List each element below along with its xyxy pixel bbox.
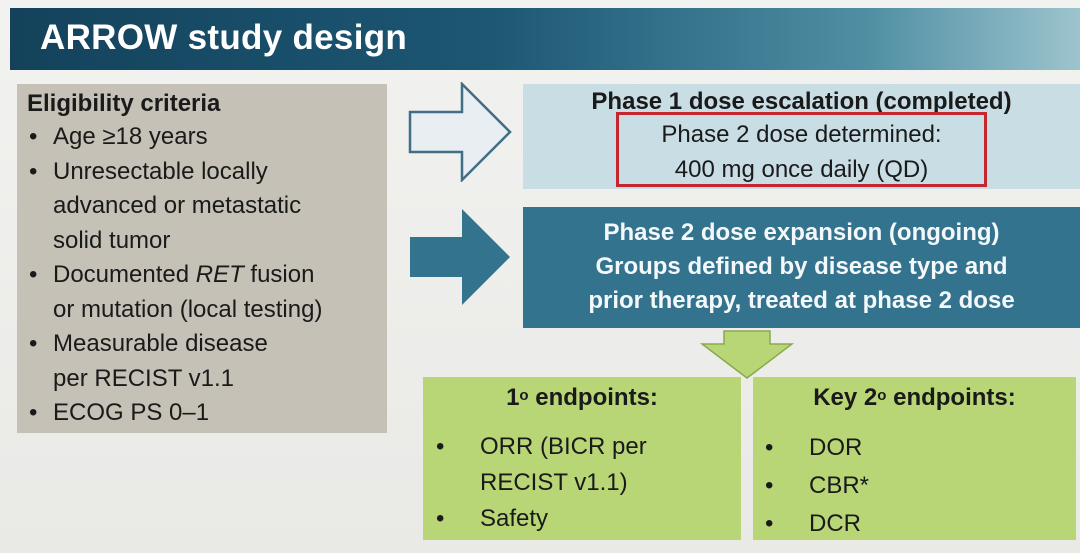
eligibility-criteria-box: Eligibility criteria • Age ≥18 years • U… (17, 84, 387, 433)
secondary-endpoint-cbr: • CBR* (753, 467, 1076, 505)
bullet-icon: • (29, 261, 38, 288)
heading-text: endpoints: (886, 384, 1016, 411)
eligibility-heading: Eligibility criteria (27, 90, 221, 117)
heading-superscript: o (519, 387, 529, 404)
slide-title: ARROW study design (40, 18, 408, 57)
bullet-icon: • (29, 330, 38, 357)
phase1-heading: Phase 1 dose escalation (completed) (591, 88, 1012, 115)
endpoint-text: ORR (BICR per (480, 433, 647, 460)
primary-endpoint-safety: • Safety (423, 501, 741, 537)
eligibility-item-age: • Age ≥18 years (27, 120, 379, 155)
secondary-endpoints-list: • DOR • CBR* • DCR (753, 429, 1076, 543)
eligibility-item-text: Age ≥18 years (53, 123, 208, 150)
bullet-icon: • (29, 123, 38, 150)
eligibility-item-text: or mutation (local testing) (53, 295, 323, 323)
endpoint-text: DCR (809, 510, 861, 537)
bullet-icon: • (29, 157, 38, 185)
ret-gene-label: RET (195, 261, 244, 288)
phase2-line-2: Groups defined by disease type and (595, 253, 1008, 280)
eligibility-item-ecog: • ECOG PS 0–1 (27, 396, 379, 431)
bullet-icon: • (765, 472, 774, 499)
eligibility-item-measurable: • Measurable disease per RECIST v1.1 (27, 327, 379, 396)
heading-text: Key 2 (813, 384, 878, 411)
bullet-icon: • (29, 399, 38, 426)
primary-endpoints-list: • ORR (BICR per RECIST v1.1) • Safety (423, 429, 741, 537)
primary-endpoints-heading: 1o endpoints: (423, 381, 741, 415)
bullet-icon: • (765, 434, 774, 461)
eligibility-item-text: fusion (243, 261, 315, 288)
eligibility-item-text: solid tumor (53, 226, 171, 254)
secondary-endpoint-dcr: • DCR (753, 505, 1076, 543)
eligibility-item-tumor: • Unresectable locally advanced or metas… (27, 155, 379, 259)
bullet-icon: • (436, 433, 445, 460)
phase2-dose-highlight: Phase 2 dose determined: 400 mg once dai… (616, 112, 987, 187)
heading-superscript: o (877, 387, 887, 404)
primary-endpoint-orr: • ORR (BICR per RECIST v1.1) (423, 429, 741, 501)
title-bar: ARROW study design (10, 8, 1080, 70)
secondary-endpoint-dor: • DOR (753, 429, 1076, 467)
primary-endpoints-box: 1o endpoints: • ORR (BICR per RECIST v1.… (423, 377, 741, 540)
bullet-icon: • (436, 505, 445, 532)
phase2-line-3: prior therapy, treated at phase 2 dose (588, 287, 1015, 314)
endpoint-text: DOR (809, 434, 863, 461)
heading-number: 1 (506, 384, 520, 411)
secondary-endpoints-box: Key 2o endpoints: • DOR • CBR* • DCR (753, 377, 1076, 540)
eligibility-item-text: ECOG PS 0–1 (53, 399, 210, 426)
eligibility-item-text: Documented (53, 261, 196, 288)
secondary-endpoints-heading: Key 2o endpoints: (753, 381, 1076, 415)
eligibility-item-text: Unresectable locally (53, 157, 268, 185)
phase2-box: Phase 2 dose expansion (ongoing) Groups … (523, 207, 1080, 328)
bullet-icon: • (765, 510, 774, 537)
dose-line-2: 400 mg once daily (QD) (674, 156, 929, 183)
eligibility-item-text: advanced or metastatic (53, 192, 302, 219)
dose-line-1: Phase 2 dose determined: (661, 121, 942, 148)
outline-right-arrow-icon (408, 82, 512, 182)
eligibility-item-text: per RECIST v1.1 (53, 364, 234, 392)
endpoint-text: CBR* (809, 472, 870, 499)
down-arrow-icon (700, 330, 794, 379)
eligibility-list: • Age ≥18 years • Unresectable locally a… (27, 120, 379, 431)
heading-text: endpoints: (528, 384, 658, 411)
phase1-box: Phase 1 dose escalation (completed) Phas… (523, 84, 1080, 189)
eligibility-item-ret: • Documented RET fusion or mutation (loc… (27, 258, 379, 327)
filled-right-arrow-icon (410, 209, 510, 305)
eligibility-item-text: Measurable disease (53, 330, 268, 357)
endpoint-text: Safety (480, 505, 549, 532)
endpoint-text: RECIST v1.1) (480, 469, 628, 496)
phase2-line-1: Phase 2 dose expansion (ongoing) (603, 219, 1000, 246)
